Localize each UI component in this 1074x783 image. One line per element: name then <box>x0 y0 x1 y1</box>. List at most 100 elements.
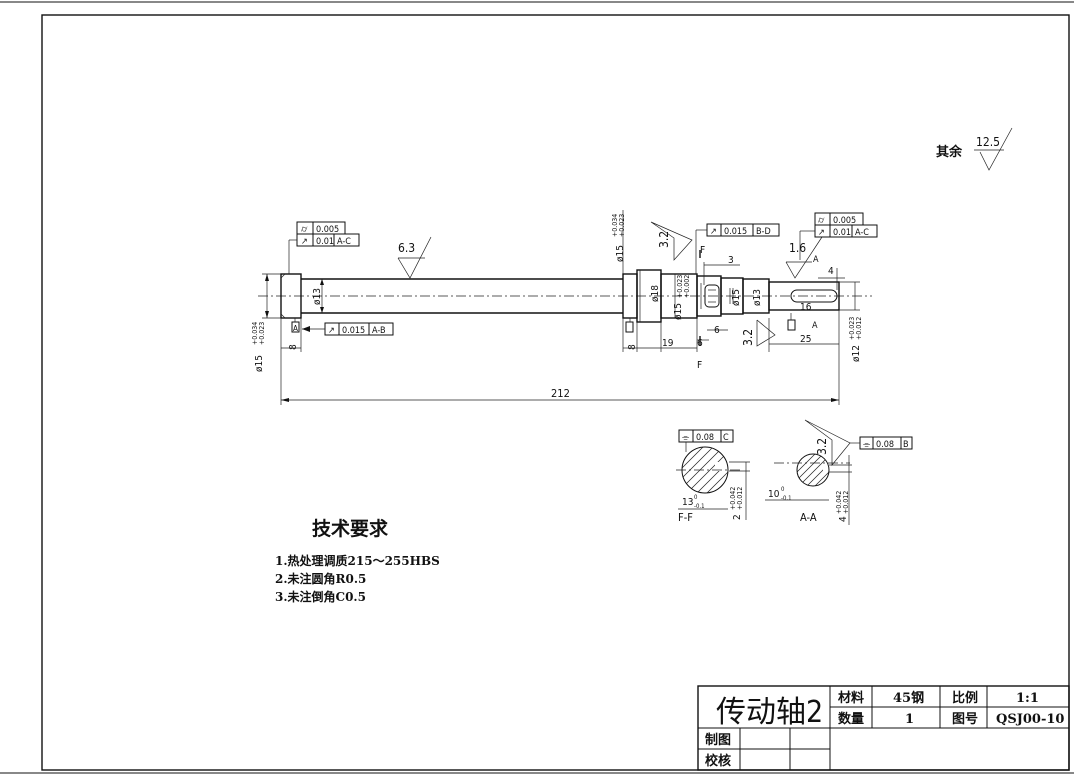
runout-icon: ↗ <box>301 237 308 247</box>
material-label: 材料 <box>838 690 864 706</box>
section-a-caption: A-A <box>800 511 817 524</box>
runout-icon: ↗ <box>818 228 825 238</box>
dim-len-4: 4 <box>828 266 834 277</box>
quantity-label: 数量 <box>838 711 864 727</box>
right-roughness-value: 1.6 <box>789 241 806 255</box>
tol-right-top2-datum: A-C <box>855 228 869 238</box>
tol-section-f-datum: C <box>723 433 729 443</box>
section-f-depth: 2 <box>732 514 743 520</box>
dim-gear-seat-tol-low: +0.002 <box>683 275 691 298</box>
left-dimensions: ø15 +0.034 +0.023 ø13 8 <box>251 273 324 405</box>
keyway-roughness-bottom-value: 3.2 <box>741 329 755 346</box>
cylindricity-icon: ⌭ <box>301 225 308 235</box>
section-a-depth-tol-low: +0.012 <box>842 491 850 514</box>
general-roughness-value: 12.5 <box>976 135 1000 149</box>
section-a-width-tol-low: -0.1 <box>781 495 792 502</box>
keyway-gear <box>704 284 720 308</box>
roughness-symbol-icon <box>397 236 432 279</box>
dim-len-left: 8 <box>288 344 299 350</box>
dim-mid-journal-tol-low: +0.023 <box>618 214 626 237</box>
dim-gear-seat-tol-up: +0.023 <box>676 275 684 298</box>
section-f-marker-top: F <box>700 245 705 256</box>
dim-left-journal-tol-low: +0.023 <box>258 322 266 345</box>
section-a-depth: 4 <box>838 516 849 522</box>
roughness-symbol-icon <box>979 127 1013 171</box>
tol-left-bottom-value: 0.015 <box>342 326 365 336</box>
material-value: 45钢 <box>893 690 924 706</box>
dim-mid-journal-tol-up: +0.034 <box>611 214 619 237</box>
section-a-roughness-value: 3.2 <box>815 438 829 455</box>
tol-section-a-datum: B <box>903 440 909 450</box>
part-name: 传动轴2 <box>716 695 823 730</box>
dim-len-16: 16 <box>800 302 812 313</box>
symmetry-icon: ⌯ <box>863 440 871 450</box>
tol-right-top2-value: 0.01 <box>833 228 851 238</box>
left-journal <box>280 273 302 319</box>
tol-section-a-value: 0.08 <box>876 440 894 450</box>
section-a-marker-bottom: A <box>812 321 818 331</box>
dim-len-6b: 6 <box>714 325 720 336</box>
general-roughness: 其余 12.5 <box>936 127 1013 171</box>
title-block: 传动轴2 材料 45钢 比例 1:1 数量 1 图号 QSJ00-10 制图 校… <box>697 685 1070 771</box>
right-end <box>768 281 840 311</box>
dim-right-end: ø12 <box>851 345 862 362</box>
section-f-caption: F-F <box>678 511 693 524</box>
tol-left-top2-value: 0.01 <box>316 237 334 247</box>
note-item-2: 2.未注圆角R0.5 <box>275 571 366 586</box>
tol-left-top2-datum: A-C <box>337 237 351 247</box>
dim-left-journal-tol-up: +0.034 <box>251 322 259 345</box>
tol-left-top1-value: 0.005 <box>316 225 339 235</box>
datum-a-label: A <box>293 324 298 333</box>
section-f-width: 13 <box>682 497 693 508</box>
runout-icon: ↗ <box>710 227 717 237</box>
shaft-roughness: 6.3 <box>397 236 432 279</box>
drawing-frame <box>41 14 1070 771</box>
overall-length: 212 <box>281 387 839 402</box>
section-a-a: ⌯ 0.08 B 3.2 4 +0.042 +0.012 10 0 -0.1 A… <box>765 419 913 525</box>
mid-tolerance-frame: ↗ 0.015 B-D 3.2 3.2 <box>650 221 780 347</box>
mid-dimensions: ø15 +0.034 +0.023 ø18 ø15 +0.023 +0.002 … <box>611 210 763 371</box>
technical-notes: 技术要求 1.热处理调质215～255HBS 2.未注圆角R0.5 3.未注倒角… <box>275 517 440 604</box>
general-roughness-label: 其余 <box>936 144 963 160</box>
quantity-value: 1 <box>905 712 914 727</box>
dim-gear-seat: ø15 <box>673 303 684 320</box>
roughness-symbol-icon <box>785 236 823 279</box>
note-item-1: 1.热处理调质215～255HBS <box>275 553 440 568</box>
keyway-right <box>790 289 838 303</box>
dim-right-end-tol-up: +0.023 <box>848 317 856 340</box>
dim-small-15: ø15 <box>731 289 742 306</box>
dim-small-13: ø13 <box>752 289 763 306</box>
section-a-width: 10 <box>768 489 780 500</box>
scale-value: 1:1 <box>1016 691 1039 706</box>
symmetry-icon: ⌯ <box>682 433 690 443</box>
left-tolerance-frames: ⌭ 0.005 ↗ 0.01 A-C ↗ 0.015 A-B A <box>288 221 394 336</box>
runout-icon: ↗ <box>328 326 335 336</box>
dim-left-journal: ø15 <box>254 355 265 372</box>
dim-shoulder: ø18 <box>650 285 661 302</box>
dim-total-length: 212 <box>551 387 570 400</box>
checked-by-label: 校核 <box>705 753 731 769</box>
note-item-3: 3.未注倒角C0.5 <box>275 589 366 604</box>
tol-section-f-value: 0.08 <box>696 433 714 443</box>
section-f-width-tol-up: 0 <box>694 494 698 501</box>
drawn-by-label: 制图 <box>705 732 731 748</box>
section-f-depth-tol-low: +0.012 <box>736 487 744 510</box>
section-f-f: ⌯ 0.08 C 2 +0.042 +0.012 13 0 -0.1 F-F <box>676 429 750 524</box>
right-region: ⌭ 0.005 ↗ 0.01 A-C 1.6 A A 4 16 25 ø <box>768 212 878 405</box>
dim-right-end-tol-low: +0.012 <box>855 317 863 340</box>
tol-right-top1-value: 0.005 <box>833 216 856 226</box>
dim-shaft: ø13 <box>312 288 323 305</box>
section-a-width-tol-up: 0 <box>781 486 785 493</box>
cylindricity-icon: ⌭ <box>818 216 825 226</box>
dim-len-mid: 8 <box>627 344 638 350</box>
drawing-number-label: 图号 <box>952 712 978 727</box>
scale-label: 比例 <box>952 690 978 706</box>
section-a-marker-top: A <box>813 255 819 265</box>
section-f-width-tol-low: -0.1 <box>694 503 705 510</box>
dim-len-3: 3 <box>728 255 734 266</box>
dim-len-19: 19 <box>662 338 674 349</box>
section-f-marker-bottom: F <box>697 360 702 371</box>
section-a-depth-tol-up: +0.042 <box>835 491 843 514</box>
tol-mid-value: 0.015 <box>724 227 747 237</box>
